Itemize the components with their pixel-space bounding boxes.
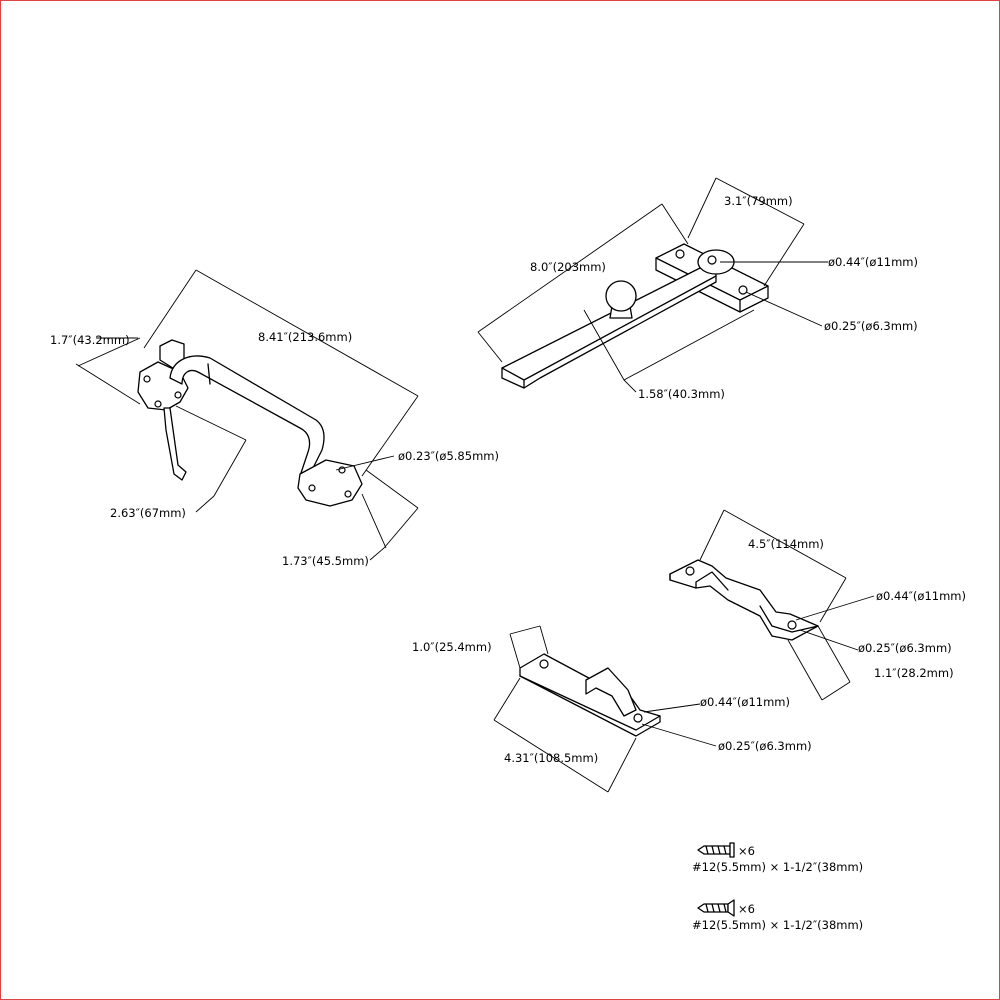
bar-bracket-hole <box>685 566 695 576</box>
hook-latch-hole <box>344 490 352 498</box>
hook-latch-dim-hole-line <box>335 455 395 471</box>
bar-bracket-dim-height: 1.1″(28.2mm) <box>874 666 954 680</box>
bar-latch-hole <box>738 285 748 295</box>
catch-plate: 1.0″(25.4mm) ø0.44″(ø11mm) ø0.25″(ø6.3mm… <box>412 625 812 793</box>
screw-spec: #12(5.5mm) × 1-1/2″(38mm) <box>692 918 863 932</box>
catch-plate-edge <box>519 675 661 737</box>
hook-latch-hole <box>154 400 162 408</box>
bar-latch-dim-width-line <box>687 177 805 287</box>
hook-latch-hole <box>174 391 182 399</box>
screw-spec: #12(5.5mm) × 1-1/2″(38mm) <box>692 860 863 874</box>
hook-latch-dim-height-line <box>75 337 141 405</box>
hook-latch-dim-hole: ø0.23″(ø5.85mm) <box>398 449 499 463</box>
bar-bracket-dim-big-hole: ø0.44″(ø11mm) <box>876 589 966 603</box>
screw-flat-head-icon <box>697 899 735 917</box>
hook-latch-strap-edge <box>207 363 211 385</box>
bar-bracket: 4.5″(114mm) ø0.44″(ø11mm) ø0.25″(ø6.3mm)… <box>669 509 966 701</box>
bar-latch-hole <box>707 255 717 265</box>
bar-bracket-edge <box>669 571 819 633</box>
bar-latch-dim-small-hole-line <box>745 291 823 327</box>
catch-plate-hole <box>539 659 549 669</box>
hook-latch-dim-length-line <box>143 269 419 477</box>
bar-latch-dim-length-line <box>477 203 689 363</box>
bar-latch-dim-width: 3.1″(79mm) <box>724 194 793 208</box>
bar-bracket-body <box>669 559 819 641</box>
catch-plate-dim-length-line <box>493 677 637 793</box>
screw-pan-head-icon <box>697 842 735 858</box>
bar-bracket-dim-big-hole-line <box>795 595 875 621</box>
catch-plate-dim-height-line <box>509 625 549 669</box>
bar-latch-dim-knob-line <box>583 309 755 393</box>
hook-latch-strap <box>169 355 325 477</box>
bar-latch-hole <box>675 249 685 259</box>
bar-bracket-dim-length: 4.5″(114mm) <box>748 537 824 551</box>
bar-latch-knob <box>605 280 637 312</box>
hook-latch-hook <box>163 407 187 481</box>
bar-bracket-hole <box>787 620 797 630</box>
bar-latch-bar-edge <box>501 275 717 389</box>
screw-list: ×6 #12(5.5mm) × 1-1/2″(38mm) ×6 #12(5.5m… <box>692 842 863 932</box>
hook-latch-dim-plate-line <box>361 469 419 561</box>
hook-latch-hole <box>143 375 151 383</box>
catch-plate-hole <box>633 713 643 723</box>
catch-plate-dim-height: 1.0″(25.4mm) <box>412 640 492 654</box>
hook-latch-dim-height: 1.7″(43.2mm) <box>50 333 130 347</box>
bar-bracket-dim-height-line <box>787 625 851 701</box>
bar-bracket-dim-small-hole: ø0.25″(ø6.3mm) <box>858 641 952 655</box>
bar-latch-bar <box>501 265 717 389</box>
hook-latch-hole <box>308 484 316 492</box>
catch-plate-dim-big-hole: ø0.44″(ø11mm) <box>700 695 790 709</box>
screw-qty: ×6 <box>738 902 755 916</box>
bar-latch-dim-knob: 1.58″(40.3mm) <box>638 387 725 401</box>
bar-bracket-dim-length-line <box>699 509 847 623</box>
bar-latch: 8.0″(203mm) 3.1″(79mm) ø0.44″(ø11mm) ø0.… <box>477 177 918 401</box>
hook-latch: 1.7″(43.2mm) 8.41″(213.6mm) ø0.23″(ø5.85… <box>50 269 499 568</box>
catch-plate-dim-big-hole-line <box>643 703 701 713</box>
hook-latch-dim-length: 8.41″(213.6mm) <box>258 330 352 344</box>
hook-latch-dim-hook: 2.63″(67mm) <box>110 506 186 520</box>
hook-latch-dim-hook-line <box>175 405 247 513</box>
hook-latch-dim-plate: 1.73″(45.5mm) <box>282 554 369 568</box>
screw-qty: ×6 <box>738 844 755 858</box>
bar-latch-dim-big-hole: ø0.44″(ø11mm) <box>828 255 918 269</box>
catch-plate-hook <box>585 667 637 717</box>
catch-plate-dim-length: 4.31″(108.5mm) <box>504 751 598 765</box>
catch-plate-dim-small-hole-line <box>641 723 717 747</box>
bar-bracket-dim-small-hole-line <box>799 629 859 651</box>
bar-latch-dim-length: 8.0″(203mm) <box>530 260 606 274</box>
catch-plate-dim-small-hole: ø0.25″(ø6.3mm) <box>718 739 812 753</box>
bar-latch-base-edge <box>655 257 769 313</box>
bar-latch-dim-small-hole: ø0.25″(ø6.3mm) <box>824 319 918 333</box>
